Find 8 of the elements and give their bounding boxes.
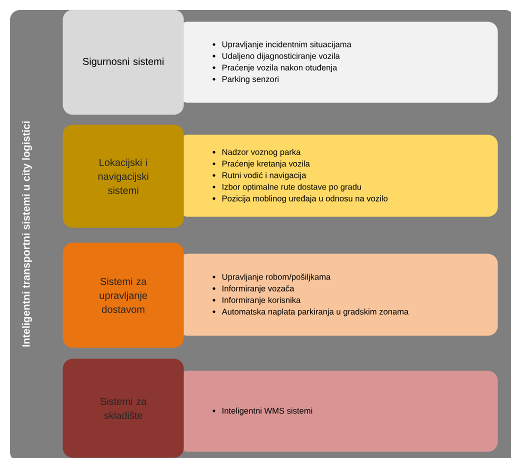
item-list-box: Nadzor voznog parka Praćenje kretanja vozila Rutni vodić i navigacija Izbor optimalne rute dostave po gradu Pozicija moblinog uređaja u odnosu na vozilo [178,134,498,217]
item-list-box: Upravljanje incidentnim situacijama Udaljeno dijagnosticiranje vozila Praćenje vozila nakon otuđenja Parking senzori [178,22,498,103]
item-list-box: Upravljanje robom/pošiljkama Informiranje vozača Informiranje korisnika Automatska naplata parkiranja u gradskim zonama [178,254,498,336]
category-box: Sistemi za upravljanje dostavom [62,242,184,348]
item-list-box: Inteligentni WMS sistemi [178,370,498,452]
category-box: Sistemi za skladište [62,358,184,458]
category-box: Sigurnosni sistemi [62,10,184,115]
category-box: Lokacijski i navigacijski sistemi [62,124,184,228]
